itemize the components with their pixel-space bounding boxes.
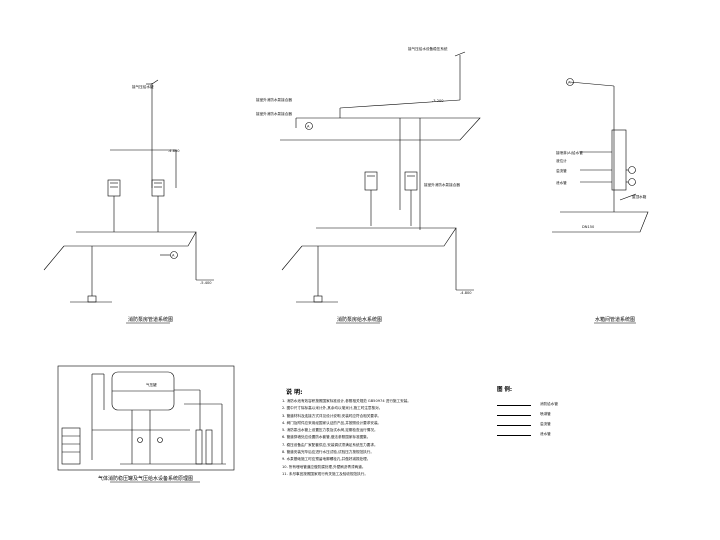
legend-line xyxy=(497,405,531,406)
legend-item: 消防给水管 xyxy=(497,402,587,409)
right-system-diagram xyxy=(552,78,649,233)
notes-list: 1. 消防水池有效容积按照国家标准设计,参照相关规范 GB50974 进行施工安… xyxy=(282,398,452,478)
legend-item: 喷淋管 xyxy=(497,412,587,419)
caption-right: 水箱间管道系统图 xyxy=(595,317,636,323)
note-item: 10. 所有埋地管道应做防腐处理,外壁刷沥青漆两道。 xyxy=(282,464,366,469)
legend-title: 图 例: xyxy=(497,387,513,393)
left-bubble-a: A xyxy=(172,254,175,258)
caption-bottom-left: 气体消防稳压罐及气压给水设备系统原理图 xyxy=(98,476,194,482)
left-system-diagram xyxy=(43,79,214,303)
right-dn: DN150 xyxy=(582,225,595,229)
legend-item: 泄水管 xyxy=(497,432,587,439)
legend-line xyxy=(497,415,531,416)
middle-system-diagram xyxy=(280,51,481,303)
legend-label: 泄水管 xyxy=(540,432,551,436)
left-elev-2: -5.400 xyxy=(200,281,212,285)
right-bubble-a: A xyxy=(568,81,571,85)
note-item: 7. 稳压设备由厂家配套供应,安装调试须满足系统压力要求。 xyxy=(282,442,378,447)
stabilizer-schematic xyxy=(57,365,235,471)
note-item: 5. 消防泵出水管上设置压力表及试水阀,定期检查运行情况。 xyxy=(282,428,378,433)
legend-item: 溢流管 xyxy=(497,422,587,429)
caption-middle: 消防泵房给水系统图 xyxy=(337,317,383,323)
legend-label: 溢流管 xyxy=(540,422,551,426)
right-label-3: 泄水管 xyxy=(556,180,567,185)
legend-line xyxy=(497,425,531,426)
mid-elev-1: -3.200 xyxy=(432,99,444,103)
note-item: 8. 管道安装完毕后应进行水压试验,试验压力按规范执行。 xyxy=(282,450,374,455)
right-label-1: 接喷淋(A)给水管 xyxy=(556,150,583,155)
note-item: 11. 未尽事宜按照国家现行有关施工及验收规范执行。 xyxy=(282,471,368,476)
legend-label: 消防给水管 xyxy=(540,402,558,406)
mid-elev-2: -4.800 xyxy=(460,291,472,295)
mid-bubble-a: A xyxy=(307,125,310,129)
note-item: 2. 图中尺寸除标高以米计外,其余均以毫米计,施工时注意核对。 xyxy=(282,406,383,411)
mid-top-label: 接气压给水设备稳压系统 xyxy=(408,46,448,51)
note-item: 6. 管道穿墙处应设置防水套管,做法参照国家标准图集。 xyxy=(282,435,371,440)
legend-label: 喷淋管 xyxy=(540,412,551,416)
notes-title: 说 明: xyxy=(286,389,303,396)
note-item: 9. 水泵基础施工时应预留地脚螺栓孔,并做好减振处理。 xyxy=(282,457,371,462)
note-item: 1. 消防水池有效容积按照国家标准设计,参照相关规范 GB50974 进行施工安… xyxy=(282,399,411,403)
caption-left: 消防泵房管道系统图 xyxy=(128,317,174,323)
note-item: 4. 阀门及附件应采用经国家认证的产品,并按照设计要求安装。 xyxy=(282,420,382,425)
left-elev-1: -4.800 xyxy=(168,149,180,153)
mid-pipe-1: 接室外消防水泵接合器 xyxy=(256,97,292,102)
mid-note: 接室外消防水泵接合器 xyxy=(424,182,460,187)
note-item: 3. 管道材料及连接方式详见设计说明,安装时应符合相关要求。 xyxy=(282,413,382,418)
right-label-4: 液位计 xyxy=(556,158,567,163)
right-elev: 屋顶水箱 xyxy=(632,194,647,199)
right-label-2: 溢流管 xyxy=(556,168,567,173)
mid-pipe-2: 接室外消防水泵接合器 xyxy=(256,111,292,116)
legend-line xyxy=(497,435,531,436)
left-top-label: 接气压给水罐 xyxy=(132,84,154,89)
tank-label: 气压罐 xyxy=(146,382,157,387)
